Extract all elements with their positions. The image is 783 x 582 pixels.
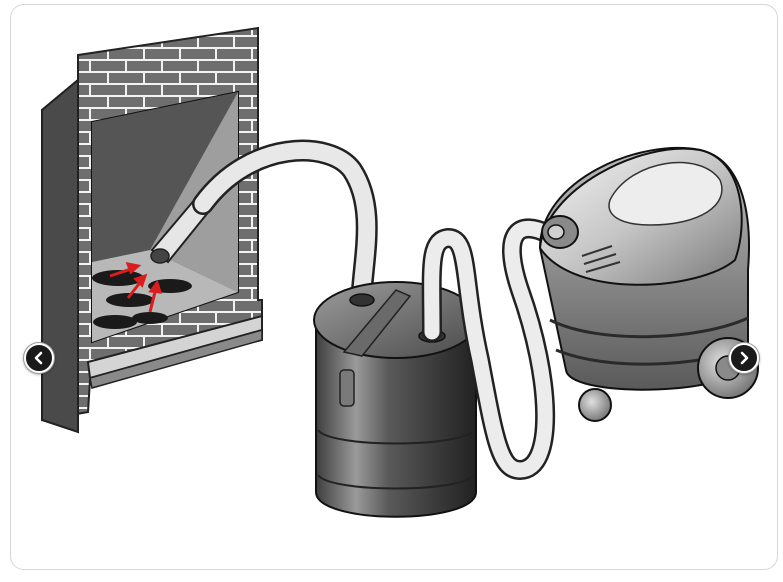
ash-canister [313,281,479,518]
chevron-right-icon [740,351,749,365]
vacuum-cleaner [538,146,759,422]
ember-arrows [109,261,163,313]
hose-fireplace-to-can [192,139,378,301]
hose-can-to-vacuum [421,218,558,481]
suction-nozzle [150,196,212,264]
fireplace [41,26,263,434]
chevron-left-icon [34,351,43,365]
previous-image-button[interactable] [24,343,54,373]
next-image-button[interactable] [729,343,759,373]
